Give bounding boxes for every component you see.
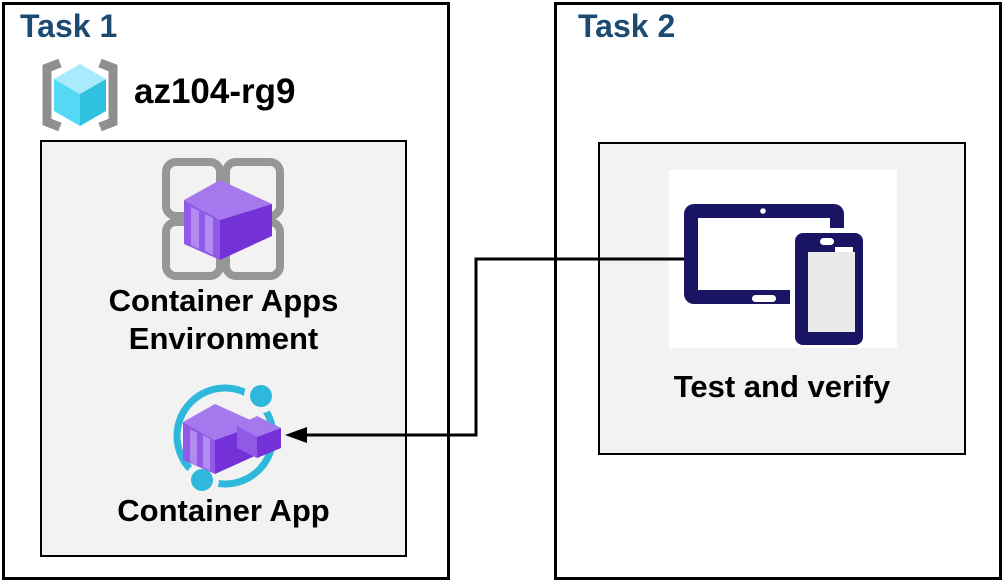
test-and-verify-label: Test and verify bbox=[673, 369, 891, 404]
container-app-icon bbox=[173, 379, 281, 497]
azure-resource-group-icon bbox=[42, 58, 118, 132]
devices-panel bbox=[669, 170, 897, 348]
task1-title: Task 1 bbox=[20, 8, 118, 44]
container-app-label: Container App bbox=[117, 493, 330, 528]
task2-title: Task 2 bbox=[578, 8, 676, 44]
devices-icon bbox=[684, 204, 868, 348]
container-apps-environment-icon bbox=[162, 158, 284, 280]
container-apps-environment-label: Container Apps Environment bbox=[42, 282, 405, 358]
resource-group-name: az104-rg9 bbox=[134, 72, 296, 111]
container-apps-environment-label-line2: Environment bbox=[128, 321, 319, 356]
container-apps-environment-label-line1: Container Apps bbox=[108, 283, 339, 318]
